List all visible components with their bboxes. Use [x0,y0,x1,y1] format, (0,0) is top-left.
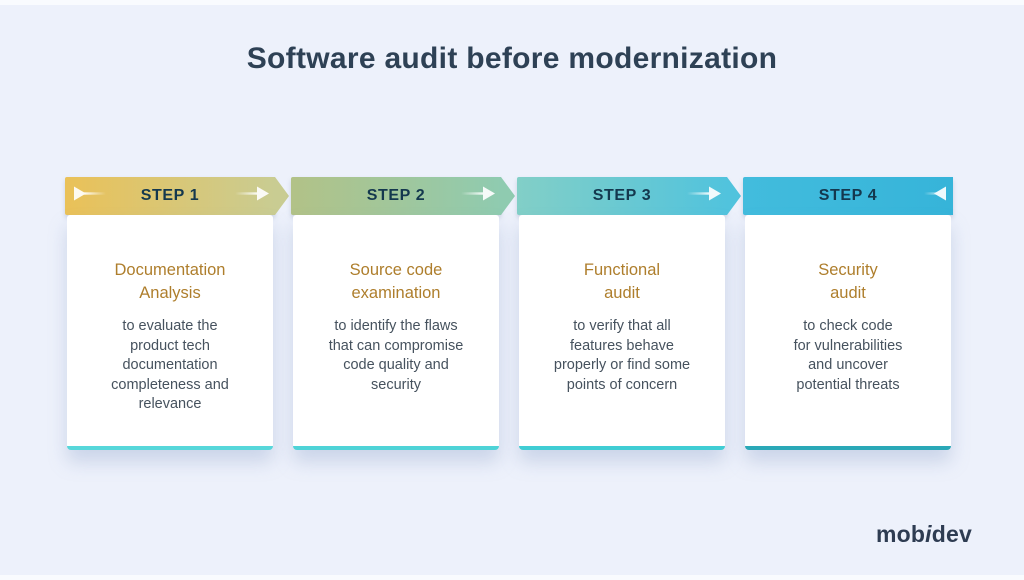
step-card-1: STEP 1 Documentation Analysis to evaluat… [65,177,289,450]
arrow-left-icon [913,186,947,207]
step-heading: Security audit [818,261,878,302]
page-title: Software audit before modernization [246,42,778,75]
step-label: STEP 1 [140,187,200,204]
card-accent-line [293,446,499,450]
card-accent-line [745,446,951,450]
step-body: Security audit to check code for vulnera… [745,215,951,450]
step-body: Functional audit to verify that all feat… [519,215,725,450]
step-description: to verify that all features behave prope… [553,318,691,393]
step-heading: Functional audit [583,261,661,302]
logo-accent-letter: i [925,521,932,547]
step-banner: STEP 4 [743,177,953,215]
logo-prefix: mob [876,521,926,547]
steps-row: STEP 1 Documentation Analysis to evaluat… [65,177,953,450]
step-body: Documentation Analysis to evaluate the p… [67,215,273,450]
step-body: Source code examination to identify the … [293,215,499,450]
banner-chevron-tip [275,177,289,215]
arrow-right-icon [73,186,107,207]
logo-suffix: dev [931,521,972,547]
step-description: to check code for vulnerabilities and un… [793,318,903,393]
step-heading: Source code examination [349,261,443,302]
step-card-2: STEP 2 Source code examination to identi… [291,177,515,450]
banner-chevron-tip [501,177,515,215]
arrow-right-icon [235,186,269,207]
step-description: to evaluate the product tech documentati… [111,318,229,412]
arrow-right-icon [687,186,721,207]
step-card-4: STEP 4 Security audit to check code for … [743,177,953,450]
step-banner: STEP 3 [517,177,741,215]
card-accent-line [67,446,273,450]
step-label: STEP 3 [592,187,652,204]
banner-chevron-tip [727,177,741,215]
step-heading: Documentation Analysis [114,261,226,302]
step-card-3: STEP 3 Functional audit to verify that a… [517,177,741,450]
step-label: STEP 4 [818,187,878,204]
step-label: STEP 2 [366,187,426,204]
arrow-right-icon [461,186,495,207]
page-frame-top [0,0,1024,5]
mobidev-logo: mobidev [876,521,972,548]
step-banner: STEP 1 [65,177,289,215]
step-banner: STEP 2 [291,177,515,215]
card-accent-line [519,446,725,450]
step-description: to identify the flaws that can compromis… [328,318,464,393]
page-frame-bottom [0,575,1024,580]
